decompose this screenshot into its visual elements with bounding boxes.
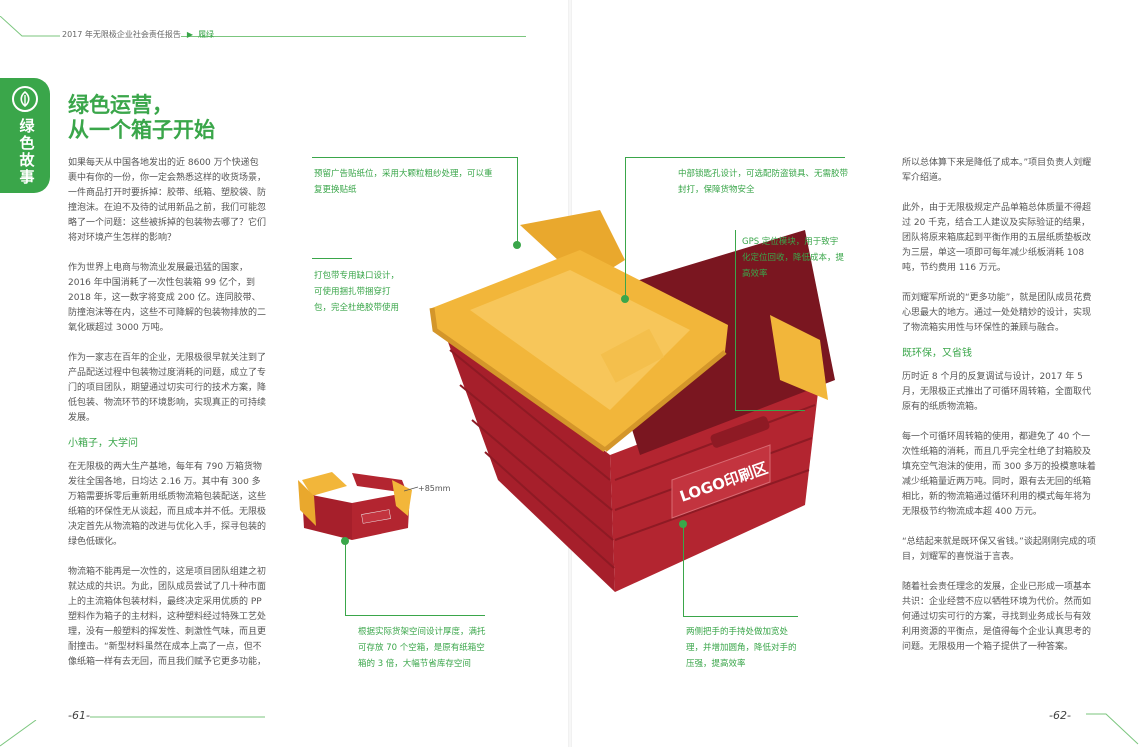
paragraph: 物流箱不能再是一次性的，这是项目团队组建之初就达成的共识。为此，团队成员尝试了几… (68, 567, 267, 667)
right-column: 所以总体算下来是降低了成本。”项目负责人刘耀军介绍道。 此外，由于无限极规定产品… (902, 156, 1098, 670)
lid-right (770, 315, 828, 400)
footer-corner-left (0, 720, 37, 747)
leaf-icon (12, 86, 38, 112)
callout-ad-sticker: 预留广告贴纸位，采用大颗粒粗纱处理，可以重复更换贴纸 (314, 169, 493, 195)
callout-dot (621, 295, 629, 303)
report-title: 2017 年无限极企业社会责任报告 (62, 30, 181, 39)
callout-strap-slot: 打包带专用缺口设计，可使用捆扎带捆穿打包，完全杜绝胶带使用 (314, 271, 400, 313)
triangle-icon: ▶ (186, 30, 194, 39)
section-tab-label: 绿 色 故 事 (18, 118, 36, 186)
lid-left-top (470, 270, 690, 410)
subheading: 既环保，又省钱 (902, 348, 972, 359)
lid-label-panel (600, 328, 665, 383)
section-tab: 绿 色 故 事 (0, 78, 50, 193)
footer-line-left (90, 716, 265, 718)
leader-line (735, 230, 736, 410)
paragraph: 如果每天从中国各地发出的近 8600 万个快递包裹中有你的一份，你一定会熟悉这样… (68, 158, 267, 243)
header-line-left (0, 16, 60, 37)
leader-line (683, 616, 798, 617)
callout-handle: 两侧把手的手持处做加宽处理，并增加圆角，降低对手的压强，提高效率 (686, 627, 797, 669)
callout-stacking: 根据实际货架空间设计厚度，满托可存放 70 个空箱，是原有纸箱空箱的 3 倍，大… (358, 627, 486, 669)
footer-line-right (1086, 713, 1139, 745)
leader-line (683, 525, 684, 617)
page-number-left: -61- (68, 709, 90, 722)
subheading: 小箱子，大学问 (68, 438, 138, 449)
paragraph: 随着社会责任理念的发展，企业已形成一项基本共识：企业经营不应以牺牲环境为代价。然… (902, 582, 1092, 652)
size-annotation: +85mm (418, 484, 451, 493)
callout-gps: GPS 定位模块，用于致宇化定位回收，降低成本，提高效率 (742, 237, 845, 279)
paragraph: 在无限极的两大生产基地，每年有 790 万箱货物发往全国各地，日均达 2.16 … (68, 462, 267, 547)
leader-line (625, 157, 626, 297)
running-header: 2017 年无限极企业社会责任报告 ▶ 履绿 (62, 29, 214, 40)
logo-print-area (671, 444, 771, 519)
leader-line (345, 615, 485, 616)
paragraph: 每一个可循环周转箱的使用，都避免了 40 个一次性纸箱的消耗，而且几乎完全杜绝了… (902, 432, 1096, 517)
header-line-right (181, 36, 526, 37)
paragraph: “总结起来就是既环保又省钱。”谈起刚刚完成的项目，刘耀军的喜悦溢于言表。 (902, 537, 1096, 562)
box-body (440, 320, 615, 592)
paragraph: 此外，由于无限极规定产品单箱总体质量不得超过 20 千克，结合工人建议及实际验证… (902, 203, 1092, 273)
title-line-1: 绿色运营， (68, 93, 173, 117)
paragraph: 所以总体算下来是降低了成本。”项目负责人刘耀军介绍道。 (902, 158, 1092, 183)
side-handle (710, 416, 770, 448)
leader-line (312, 157, 518, 158)
paragraph: 而刘耀军所说的“更多功能”，就是团队成员花费心思最大的地方。通过一处处精妙的设计… (902, 293, 1092, 333)
page-number-right: -62- (1049, 709, 1071, 722)
paragraph: 作为一家志在百年的企业，无限极很早就关注到了产品配送过程中包装物过度消耗的问题，… (68, 353, 267, 423)
callout-dot (679, 520, 687, 528)
callout-dot (341, 537, 349, 545)
tab-char: 事 (19, 168, 35, 186)
title-line-2: 从一个箱子开始 (68, 118, 215, 142)
small-box-illustration (298, 472, 412, 540)
section-name: 履绿 (198, 30, 215, 39)
leader-line (312, 258, 352, 259)
paragraph: 作为世界上电商与物流业发展最迅猛的国家，2016 年中国消耗了一次性包装箱 99… (68, 263, 267, 333)
article-title: 绿色运营， 从一个箱子开始 (68, 93, 215, 143)
leader-line (625, 157, 845, 158)
callout-lock-hole: 中部锁匙孔设计，可选配防盗锁具、无需胶带封打，保障货物安全 (678, 169, 849, 195)
leader-line (735, 410, 805, 411)
callout-dot (513, 241, 521, 249)
logistics-box-illustration: LOGO印刷区 (429, 210, 835, 592)
paragraph: 历时近 8 个月的反复调试与设计，2017 年 5 月，无限极正式推出了可循环周… (902, 372, 1092, 412)
size-leader (404, 486, 419, 492)
tab-char: 故 (19, 151, 35, 169)
left-column: 如果每天从中国各地发出的近 8600 万个快递包裹中有你的一份，你一定会熟悉这样… (68, 156, 267, 685)
tab-char: 绿 (19, 117, 35, 135)
leader-line (517, 157, 518, 245)
tab-char: 色 (19, 134, 35, 152)
leader-line (345, 540, 346, 615)
